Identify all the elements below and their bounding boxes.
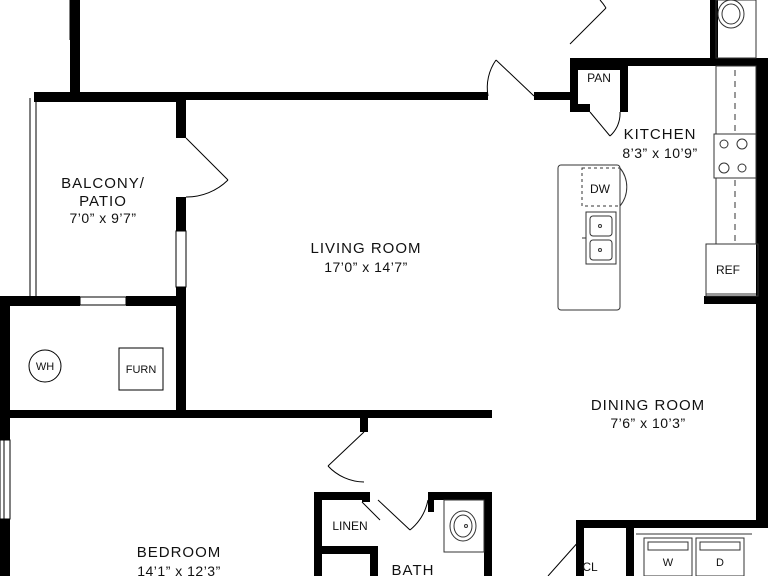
furnace bbox=[118, 347, 164, 391]
bath-vanity bbox=[443, 499, 485, 553]
laundry bbox=[636, 533, 752, 576]
balcony-name-line1: BALCONY/ bbox=[61, 175, 145, 192]
wall-closet-left bbox=[576, 520, 584, 576]
wall-closet-right bbox=[626, 520, 634, 576]
doors bbox=[185, 0, 621, 576]
wall-living-top bbox=[176, 92, 488, 100]
kitchen-island bbox=[557, 164, 621, 311]
dining-room-name: DINING ROOM bbox=[591, 397, 705, 414]
wall-mech-top-right bbox=[126, 296, 186, 306]
wall-right-outer bbox=[756, 62, 768, 522]
door-entry bbox=[495, 59, 535, 97]
dryer-label: D bbox=[716, 557, 724, 569]
door-entry-swing bbox=[486, 59, 497, 97]
door-bedroom bbox=[327, 431, 365, 467]
living-room-name: LIVING ROOM bbox=[310, 240, 421, 257]
kitchen-dimensions: 8’3” x 10’9” bbox=[622, 145, 697, 161]
wall-left-outer bbox=[0, 296, 10, 440]
windows bbox=[0, 0, 187, 520]
wall-linen-bottom bbox=[314, 546, 370, 554]
bath-sink bbox=[449, 510, 477, 542]
door-bedroom-swing bbox=[327, 465, 365, 483]
wall-pantry-bottom-left bbox=[570, 104, 590, 112]
refrigerator bbox=[705, 243, 759, 297]
wall-bath-top-stub bbox=[428, 492, 434, 512]
refrigerator-label: REF bbox=[716, 263, 740, 277]
pantry-label: PAN bbox=[587, 71, 611, 85]
washer-label: W bbox=[663, 557, 674, 569]
wall-mech-top-left bbox=[0, 296, 80, 306]
wall-bedroom-top bbox=[0, 410, 492, 418]
bath-fixtures bbox=[443, 499, 485, 553]
bedroom-name: BEDROOM bbox=[137, 544, 222, 561]
furnace-label: FURN bbox=[126, 364, 157, 376]
dishwasher-label: DW bbox=[590, 182, 611, 196]
kitchen-name: KITCHEN bbox=[624, 126, 697, 143]
bath-name: BATH bbox=[392, 562, 435, 576]
wall-upper-right-vertical bbox=[710, 0, 718, 62]
washer bbox=[643, 537, 693, 576]
wall-bath-left bbox=[370, 546, 378, 576]
wall-bedroom-door-stub bbox=[360, 410, 368, 432]
mechanical-fixtures bbox=[28, 347, 164, 391]
wall-bath-top bbox=[428, 492, 492, 500]
closet-label: CL bbox=[582, 560, 598, 574]
door-balcony-swing bbox=[185, 179, 229, 198]
wall-balcony-living-mid bbox=[176, 197, 186, 231]
wall-laundry-top bbox=[576, 520, 768, 528]
wall-left-outer-lower bbox=[0, 519, 10, 576]
living-room-dimensions: 17’0” x 14’7” bbox=[324, 259, 408, 275]
balcony-dimensions: 7’0” x 9’7” bbox=[70, 210, 137, 226]
wall-living-top-right bbox=[534, 92, 574, 100]
wall-balcony-living-upper bbox=[176, 92, 186, 138]
wall-balcony-top bbox=[34, 92, 186, 102]
wall-linen-top bbox=[314, 492, 370, 500]
wall-pantry-right bbox=[620, 62, 628, 112]
wall-kitchen-top bbox=[570, 58, 768, 66]
window-balcony-side bbox=[175, 230, 187, 288]
balcony-name-line2: PATIO bbox=[79, 193, 127, 210]
dishwasher bbox=[581, 167, 621, 207]
wall-pantry-left bbox=[570, 62, 578, 112]
wall-ref-bottom bbox=[704, 296, 760, 304]
wall-bath-right bbox=[484, 492, 492, 576]
wall-balcony-living-lower bbox=[176, 287, 186, 413]
wall-linen-right-stub bbox=[362, 492, 370, 502]
labels: BALCONY/ PATIO 7’0” x 9’7” LIVING ROOM 1… bbox=[36, 71, 740, 576]
dryer bbox=[695, 537, 745, 576]
bedroom-dimensions: 14’1” x 12’3” bbox=[137, 563, 221, 576]
door-balcony bbox=[185, 137, 229, 181]
window-mech-top bbox=[79, 296, 127, 306]
linen-label: LINEN bbox=[332, 519, 367, 533]
wall-linen-left bbox=[314, 492, 322, 576]
window-bedroom-left bbox=[0, 439, 11, 520]
dining-room-dimensions: 7’6” x 10’3” bbox=[610, 415, 685, 431]
water-heater-label: WH bbox=[36, 361, 54, 373]
wall-top-left-stub bbox=[70, 0, 80, 96]
water-heater bbox=[28, 349, 62, 383]
kitchen-fixtures bbox=[557, 0, 759, 311]
